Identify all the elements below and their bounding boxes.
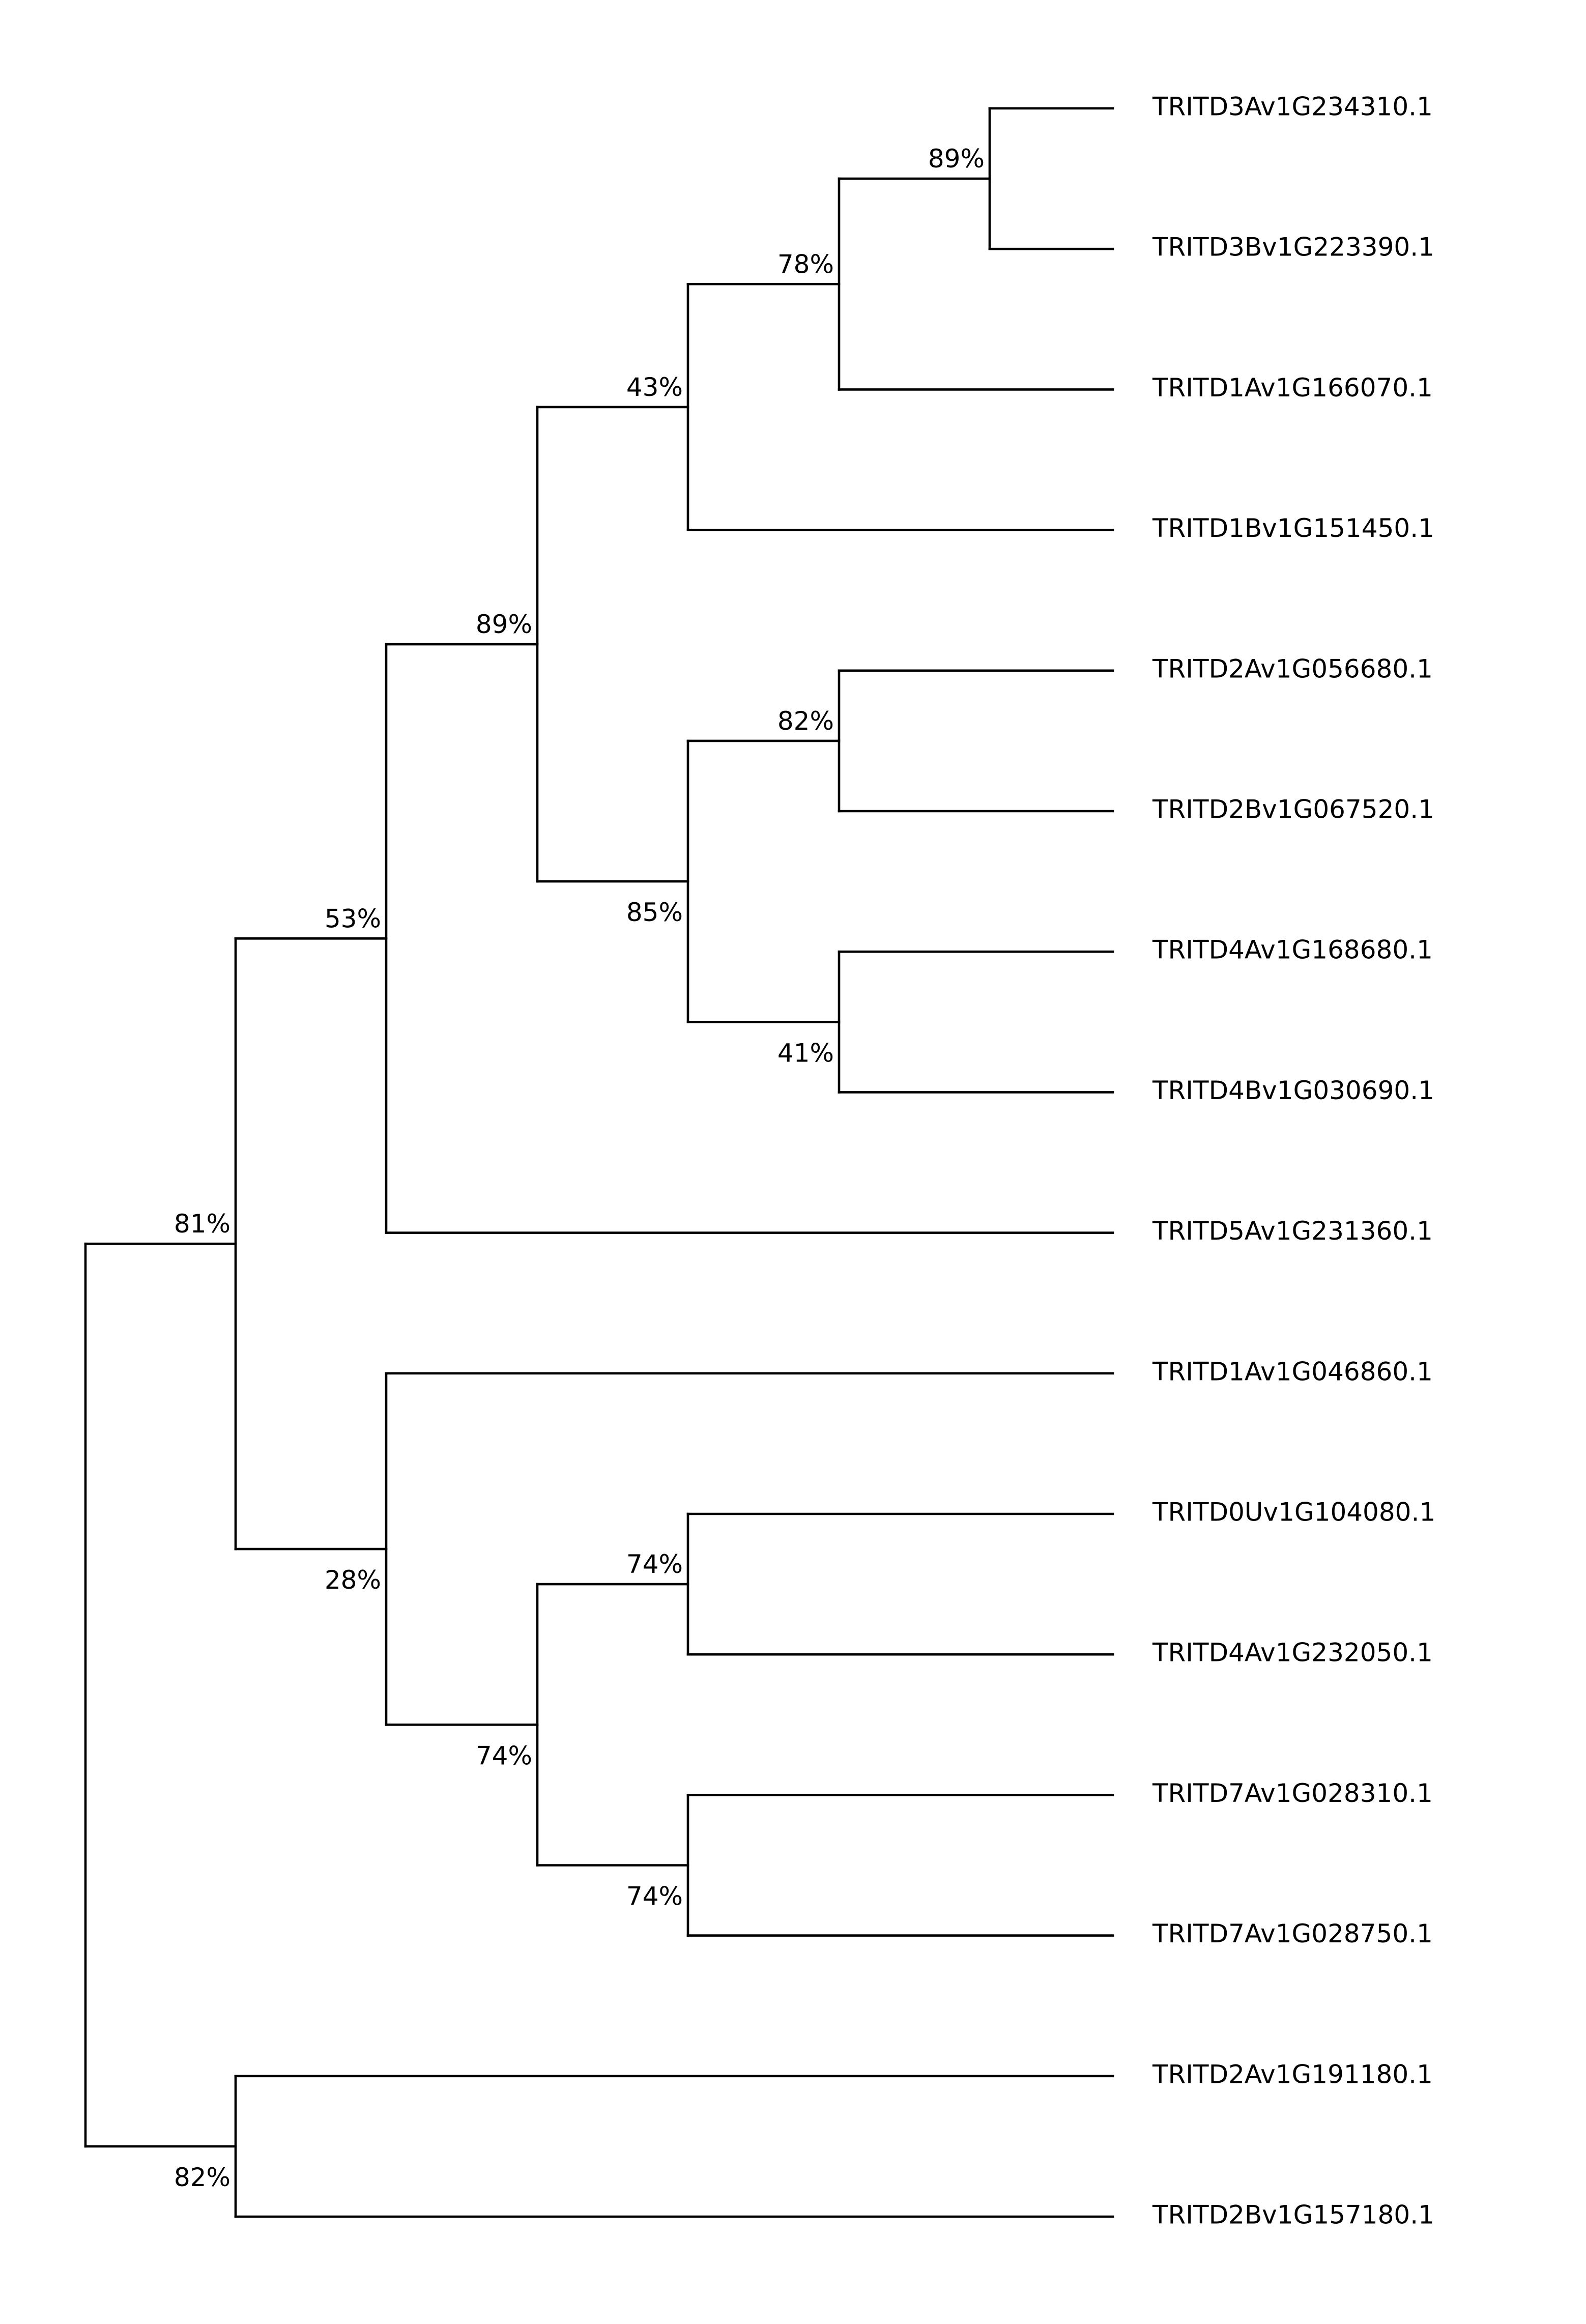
leaf-label: TRITD2Av1G191180.1 (1152, 2059, 1433, 2089)
bootstrap-support-label: 53% (325, 904, 381, 933)
bootstrap-support-label: 74% (626, 1882, 683, 1911)
bootstrap-support-label: 85% (626, 898, 683, 927)
bootstrap-support-label: 82% (777, 706, 834, 736)
leaf-label: TRITD4Av1G232050.1 (1152, 1638, 1433, 1668)
leaf-label: TRITD2Bv1G067520.1 (1152, 795, 1434, 824)
bootstrap-support-label: 74% (476, 1741, 532, 1770)
leaf-label: TRITD0Uv1G104080.1 (1152, 1498, 1435, 1527)
leaf-label: TRITD7Av1G028750.1 (1152, 1919, 1433, 1948)
bootstrap-support-label: 89% (476, 610, 532, 639)
leaf-label: TRITD2Bv1G157180.1 (1152, 2200, 1434, 2230)
leaf-label: TRITD1Av1G166070.1 (1152, 373, 1433, 403)
leaf-label: TRITD2Av1G056680.1 (1152, 654, 1433, 683)
leaf-label: TRITD5Av1G231360.1 (1152, 1216, 1433, 1246)
leaf-label: TRITD4Av1G168680.1 (1152, 935, 1433, 965)
leaf-label: TRITD3Bv1G223390.1 (1152, 233, 1434, 262)
bootstrap-support-label: 81% (174, 1209, 230, 1239)
leaf-label: TRITD4Bv1G030690.1 (1152, 1076, 1434, 1105)
bootstrap-support-label: 78% (777, 249, 834, 279)
bootstrap-support-label: 43% (626, 372, 683, 402)
bootstrap-support-label: 89% (928, 144, 985, 174)
bootstrap-support-label: 41% (777, 1038, 834, 1068)
bootstrap-support-label: 28% (325, 1565, 381, 1595)
leaf-label: TRITD7Av1G028310.1 (1152, 1778, 1433, 1808)
leaf-label: TRITD1Bv1G151450.1 (1152, 513, 1434, 543)
leaf-label: TRITD1Av1G046860.1 (1152, 1357, 1433, 1386)
bootstrap-support-label: 82% (174, 2163, 230, 2192)
leaf-label: TRITD3Av1G234310.1 (1152, 92, 1433, 122)
bootstrap-support-label: 74% (626, 1550, 683, 1579)
